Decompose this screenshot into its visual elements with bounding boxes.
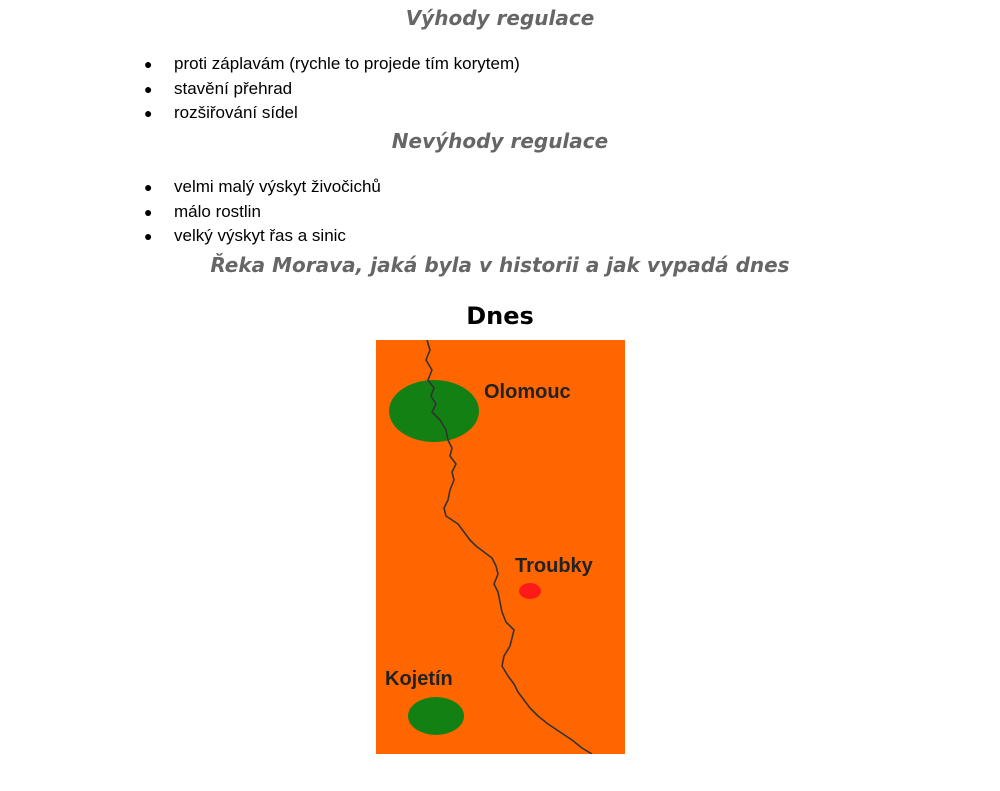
list-item: ●stavění přehrad [144,78,293,98]
list-item: ●proti záplavám (rychle to projede tím k… [144,54,520,73]
map-title: Dnes [466,302,534,330]
advantages-list: ●proti záplavám (rychle to projede tím k… [140,52,520,126]
list-item: ●velký výskyt řas a sinic [144,226,346,245]
troubky-label: Troubky [515,555,594,577]
disadvantages-heading: Nevýhody regulace [391,129,609,153]
list-item: ●velmi malý výskyt živočichů [144,177,381,196]
advantages-heading: Výhody regulace [405,6,595,30]
olomouc-label: Olomouc [484,381,571,403]
troubky-village-marker [519,583,541,599]
kojetin-city-marker [408,697,464,735]
morava-river [425,340,593,754]
list-item: ●málo rostlin [144,201,261,221]
olomouc-city-marker [389,380,479,442]
map-svg: Olomouc Troubky Kojetín [376,340,625,754]
river-map: Olomouc Troubky Kojetín [376,340,625,754]
disadvantages-list: ●velmi malý výskyt živočichů ●málo rostl… [140,175,381,249]
list-item: ●rozšiřování sídel [144,103,298,122]
section-heading: Řeka Morava, jaká byla v historii a jak … [210,253,790,277]
kojetin-label: Kojetín [385,668,453,690]
